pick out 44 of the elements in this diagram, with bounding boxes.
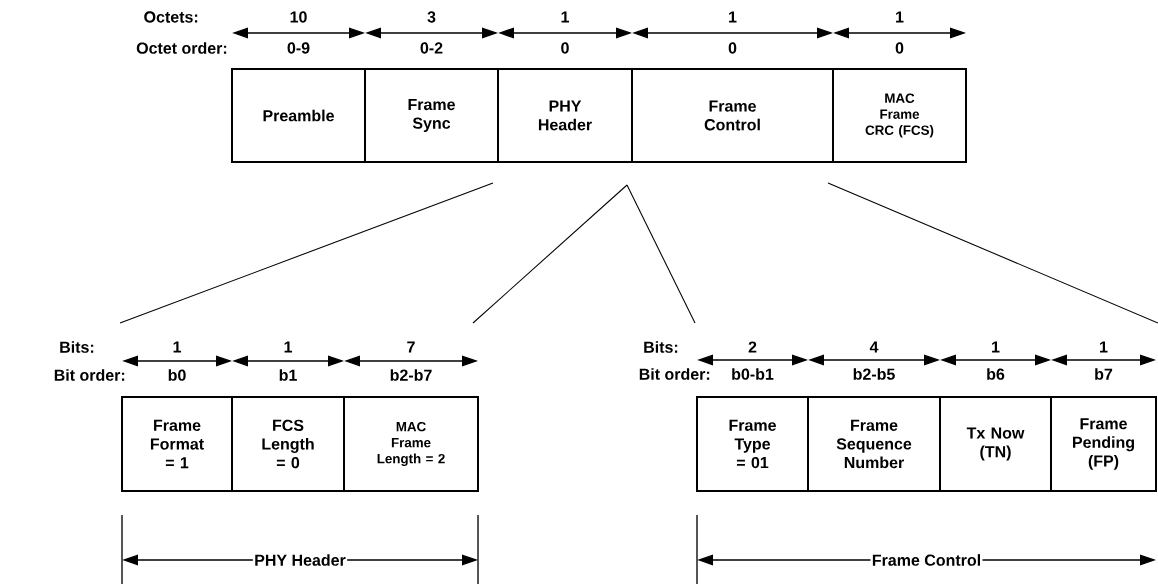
field-box: MAC Frame CRC (FCS) xyxy=(832,68,967,163)
order-label: b1 xyxy=(279,369,297,381)
field-box: Frame Format = 1 xyxy=(121,396,233,492)
field-box: MAC Frame Length = 2 xyxy=(343,396,479,492)
size-label: 7 xyxy=(407,341,415,353)
row-label: Bits: xyxy=(60,341,94,353)
size-label: 1 xyxy=(173,341,181,353)
field-box: PHY Header xyxy=(497,68,633,163)
field-box: Preamble xyxy=(231,68,366,163)
field-box: Frame Pending (FP) xyxy=(1050,396,1157,492)
span-label: Frame Control xyxy=(870,552,983,568)
order-label: b2-b7 xyxy=(390,369,432,381)
size-label: 1 xyxy=(729,11,737,23)
size-label: 2 xyxy=(748,341,757,353)
order-label: b2-b5 xyxy=(853,368,895,380)
field-box: FCS Length = 0 xyxy=(231,396,345,492)
size-label: 1 xyxy=(1100,341,1108,353)
order-label: b0-b1 xyxy=(732,368,774,380)
size-label: 1 xyxy=(896,11,904,23)
order-label: 0-9 xyxy=(287,42,310,54)
size-label: 10 xyxy=(290,11,307,23)
size-label: 1 xyxy=(992,341,1000,353)
field-box: Frame Sequence Number xyxy=(807,396,941,492)
row-label: Bit order: xyxy=(639,368,710,380)
span-label: PHY Header xyxy=(252,552,348,568)
field-box: Frame Sync xyxy=(364,68,499,163)
size-label: 1 xyxy=(561,11,569,23)
field-box: Frame Type = 01 xyxy=(696,396,809,492)
order-label: 0-2 xyxy=(420,42,443,54)
order-label: b6 xyxy=(987,368,1005,380)
order-label: b7 xyxy=(1095,368,1113,380)
order-label: 0 xyxy=(895,42,904,54)
size-label: 1 xyxy=(284,341,292,353)
order-label: 0 xyxy=(728,42,737,54)
row-label: Octet order: xyxy=(136,42,227,54)
order-label: 0 xyxy=(561,42,569,54)
size-label: 4 xyxy=(869,341,879,353)
order-label: b0 xyxy=(168,369,186,381)
field-box: Tx Now (TN) xyxy=(939,396,1052,492)
row-label: Octets: xyxy=(144,11,198,23)
row-label: Bit order: xyxy=(54,369,125,381)
field-box: Frame Control xyxy=(631,68,834,163)
size-label: 3 xyxy=(427,11,436,23)
row-label: Bits: xyxy=(644,341,678,353)
